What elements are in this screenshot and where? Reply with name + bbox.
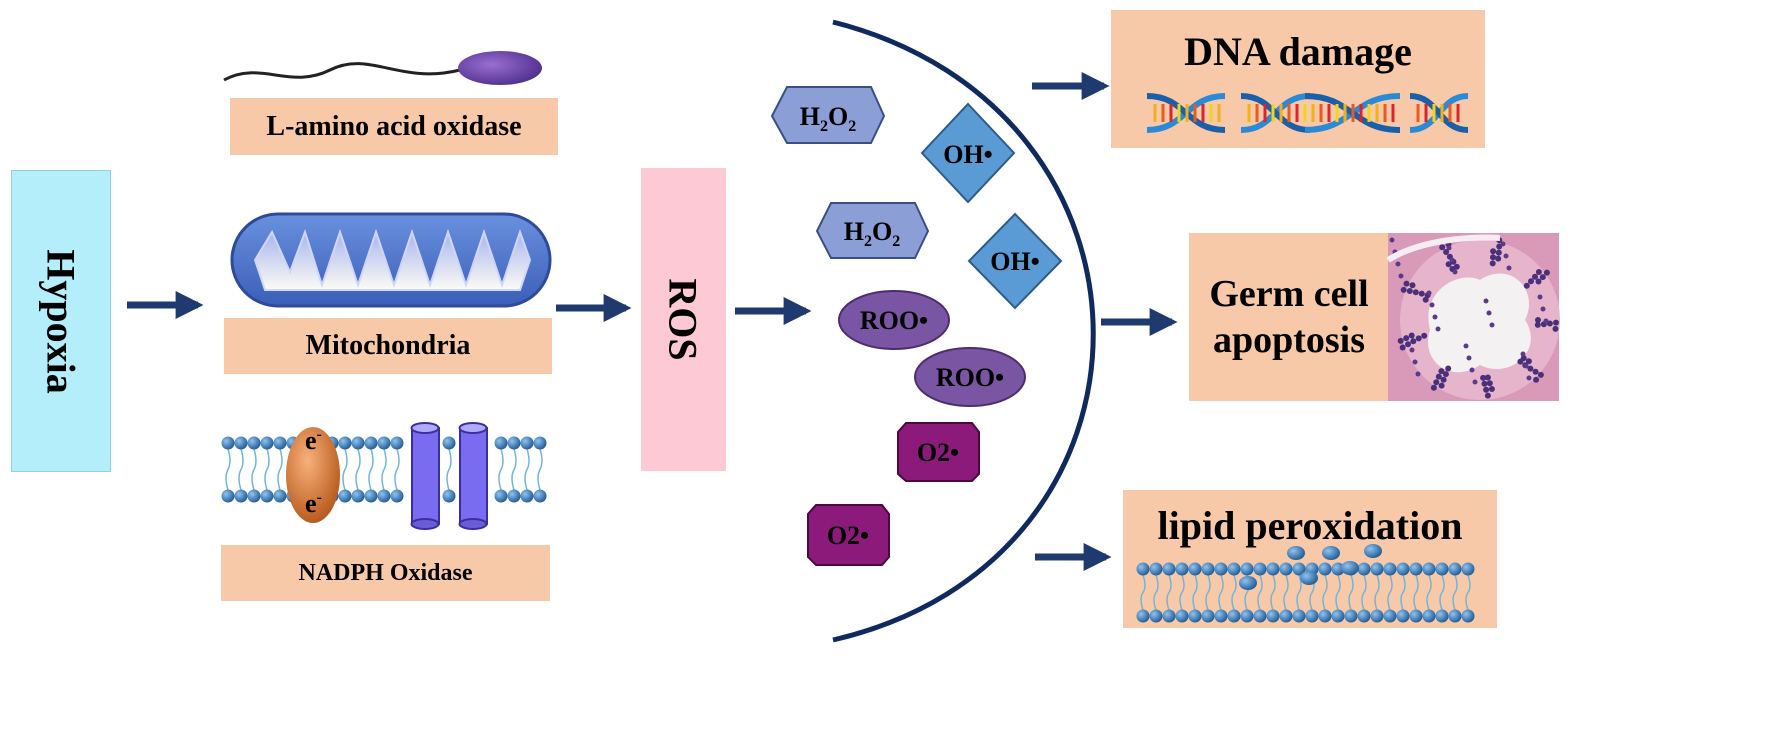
- lipid-membrane-icon: [1136, 562, 1475, 623]
- electron-top-label: e-: [305, 426, 322, 455]
- germ-cell-line2: apoptosis: [1212, 319, 1366, 361]
- ros-box: ROS: [641, 168, 726, 471]
- svg-text:ROO•: ROO•: [936, 363, 1004, 392]
- electron-bottom-label: e-: [305, 489, 322, 518]
- svg-text:OH•: OH•: [943, 140, 993, 169]
- svg-text:H2O2: H2O2: [800, 102, 856, 135]
- mitochondria-icon: [230, 212, 552, 308]
- nadph-membrane-icon: [221, 436, 547, 503]
- germ-cell-line1: Germ cell: [1209, 273, 1369, 315]
- nadph-oxidase-box: NADPH Oxidase: [221, 545, 550, 601]
- h2o2-molecule-b: H2O2: [815, 202, 930, 259]
- amino-oxidase-label: L-amino acid oxidase: [266, 110, 522, 142]
- oh-radical-a: OH•: [920, 102, 1016, 204]
- roo-radical-a: ROO•: [838, 290, 950, 350]
- mitochondria-label: Mitochondria: [305, 330, 471, 361]
- o2-radical-b: O2•: [807, 504, 890, 566]
- oh-radical-b: OH•: [967, 212, 1063, 310]
- tissue-micrograph-image: [1386, 233, 1560, 401]
- dna-damage-title: DNA damage: [1184, 29, 1412, 74]
- nadph-electron-carrier-icon: e- e-: [286, 426, 340, 523]
- roo-radical-b: ROO•: [914, 347, 1026, 407]
- lipid-peroxidation-title: lipid peroxidation: [1157, 503, 1463, 548]
- svg-text:ROO•: ROO•: [860, 306, 928, 335]
- mitochondria-box: Mitochondria: [224, 318, 552, 374]
- dna-helix-icon: [1146, 93, 1469, 133]
- sperm-icon: [223, 51, 542, 85]
- nadph-channel-icon: [410, 422, 488, 530]
- lipid-peroxide-balls: [1239, 544, 1382, 590]
- nadph-oxidase-label: NADPH Oxidase: [298, 559, 473, 586]
- o2-radical-a: O2•: [897, 422, 980, 482]
- cell-boundary-arc: [832, 19, 1096, 643]
- h2o2-molecule-a: H2O2: [770, 86, 886, 144]
- germ-cell-title: Germ cell apoptosis: [1189, 271, 1389, 363]
- amino-oxidase-box: L-amino acid oxidase: [230, 98, 558, 155]
- svg-text:O2•: O2•: [917, 438, 959, 467]
- svg-text:OH•: OH•: [990, 247, 1040, 276]
- svg-text:O2•: O2•: [827, 521, 869, 550]
- hypoxia-box: Hypoxia: [11, 170, 111, 472]
- svg-text:H2O2: H2O2: [844, 217, 900, 250]
